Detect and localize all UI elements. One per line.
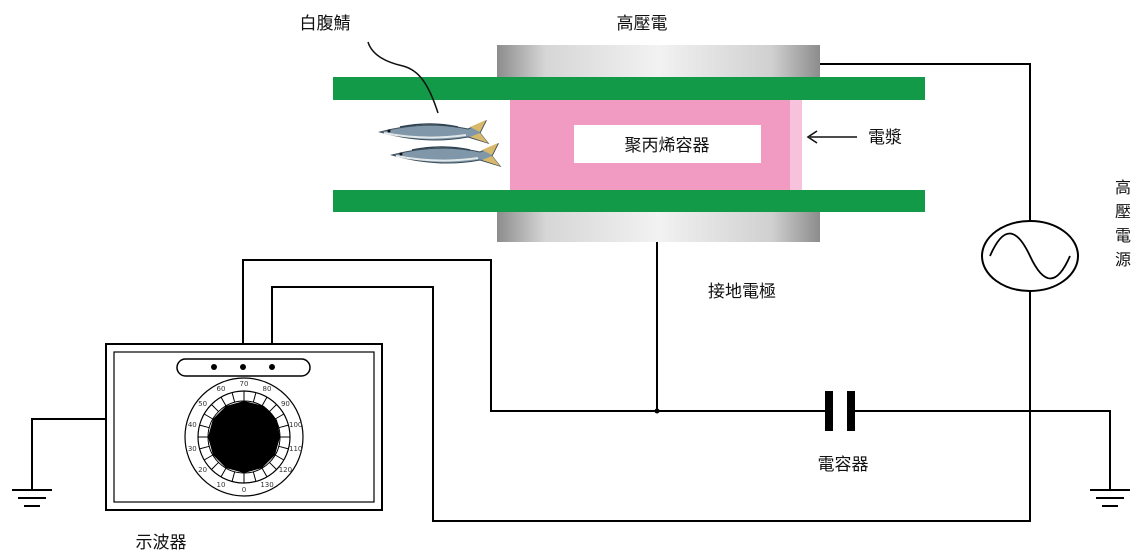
dial-tick-label: 90 xyxy=(281,400,290,408)
dial-segment-divider xyxy=(252,471,257,482)
probe-port-2 xyxy=(240,364,246,370)
dial-segment-divider xyxy=(231,392,236,403)
hv-source-label: 高 壓 電 源 xyxy=(1115,178,1131,269)
dial: 0 10 20 30 40 50 60 70 80 90 100 110 120 130 xyxy=(184,377,304,497)
dial-segment-divider xyxy=(274,413,285,420)
wiring xyxy=(31,63,1111,522)
fish-pointer-line xyxy=(367,41,439,114)
dial-segment-divider xyxy=(269,404,277,412)
dial-tick-label: 80 xyxy=(263,385,272,393)
dial-segment-divider xyxy=(231,471,236,482)
ac-source-icon xyxy=(981,220,1079,292)
ground-electrode xyxy=(497,212,820,242)
oscilloscope-icon: 0 10 20 30 40 50 60 70 80 90 100 110 120 130 xyxy=(105,343,383,511)
hv-source-char-4: 源 xyxy=(1115,250,1131,269)
dial-tick-label: 120 xyxy=(279,466,292,474)
dial-tick-label: 20 xyxy=(198,466,207,474)
dial-segment-divider xyxy=(220,467,227,478)
probe-port-1 xyxy=(211,364,217,370)
dial-tick-label: 50 xyxy=(198,400,207,408)
dial-segment-divider xyxy=(261,467,268,478)
plasma-edge xyxy=(790,100,802,191)
container-label-box xyxy=(574,125,761,163)
dial-segment-divider xyxy=(278,445,289,450)
probe-wire xyxy=(242,259,825,412)
plasma-arrow-icon xyxy=(806,130,857,144)
hv-source-char-3: 電 xyxy=(1115,226,1131,245)
dial-tick-labels: 0 10 20 30 40 50 60 70 80 90 100 110 120 130 xyxy=(188,380,303,494)
lower-green-plate xyxy=(333,190,925,212)
high-voltage-label: 高壓電 xyxy=(617,14,668,34)
dial-segment-divider xyxy=(199,424,210,429)
oscilloscope-inner-frame xyxy=(113,351,375,503)
dial-tick-label: 70 xyxy=(240,380,249,388)
dial-segment-divider xyxy=(199,445,210,450)
oscilloscope-ground-wire xyxy=(31,418,106,490)
dial-segment-divider xyxy=(252,392,257,403)
dial-tick-label: 0 xyxy=(242,486,246,494)
hv-source-char-2: 壓 xyxy=(1115,202,1131,221)
dial-segment-divider xyxy=(211,404,219,412)
dial-tick-label: 60 xyxy=(217,385,226,393)
dial-segments xyxy=(198,391,290,483)
probe-port-3 xyxy=(269,364,275,370)
ground-icon-left xyxy=(12,489,52,507)
dial-tick-label: 110 xyxy=(289,445,302,453)
hv-wire xyxy=(820,63,1031,222)
dial-tick-label: 40 xyxy=(188,421,197,429)
dial-segment-divider xyxy=(278,424,289,429)
ground-electrode-label: 接地電極 xyxy=(708,282,776,302)
dial-knob xyxy=(208,401,280,473)
dial-tick-label: 130 xyxy=(260,481,273,489)
hv-source-char-1: 高 xyxy=(1115,178,1131,197)
dial-segment-divider xyxy=(203,454,214,461)
fish-upper xyxy=(378,119,490,144)
fish-icon xyxy=(378,119,502,167)
high-voltage-electrode xyxy=(497,45,820,77)
dial-segment-divider xyxy=(274,454,285,461)
fish-lower xyxy=(390,142,502,167)
dial-tick-label: 10 xyxy=(217,481,226,489)
upper-green-plate xyxy=(333,77,925,100)
dial-segment-divider xyxy=(269,462,277,470)
plasma-label: 電漿 xyxy=(868,128,902,148)
container-label: 聚丙烯容器 xyxy=(625,136,710,156)
dial-segment-divider xyxy=(220,396,227,407)
capacitor-right-wire xyxy=(855,410,1111,490)
dial-tick-label: 100 xyxy=(289,421,302,429)
source-to-bottom-wire xyxy=(271,286,1031,522)
capacitor-label: 電容器 xyxy=(818,455,869,475)
fish-label: 白腹鯖 xyxy=(300,14,351,34)
oscilloscope-label: 示波器 xyxy=(136,533,187,553)
dial-tick-label: 30 xyxy=(188,445,197,453)
junction-dot xyxy=(654,408,660,414)
ground-icon-right xyxy=(1090,489,1130,507)
dial-segment-divider xyxy=(261,396,268,407)
capacitor-icon xyxy=(825,391,855,431)
dial-segment-divider xyxy=(203,413,214,420)
dial-segment-divider xyxy=(211,462,219,470)
plasma-reactor: 聚丙烯容器 xyxy=(333,45,925,242)
